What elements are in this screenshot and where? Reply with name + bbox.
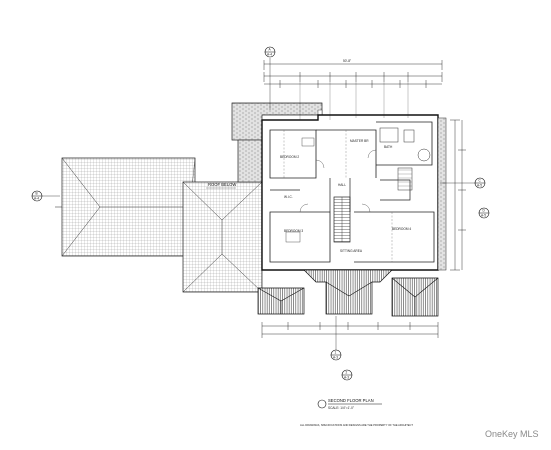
svg-text:A-3: A-3	[333, 356, 338, 360]
room-label-wic: W.I.C.	[284, 195, 293, 199]
marker-bottom-1: 1 A-3	[330, 316, 342, 361]
svg-text:D: D	[483, 209, 486, 213]
front-porch-roof	[257, 269, 439, 317]
svg-text:C: C	[479, 179, 482, 183]
room-label-bath: BATH	[384, 145, 393, 149]
overall-dimension: 50'-8"	[343, 59, 351, 63]
marker-right-upper: C A-5	[440, 177, 486, 189]
roof-below-note: ROOF BELOW	[208, 182, 236, 187]
drawing-title: SECOND FLOOR PLAN SCALE: 1/4"=1'-0"	[317, 398, 382, 410]
room-label-sitting: SITTING AREA	[340, 249, 363, 253]
room-labels: BEDROOM 2 MASTER BR BEDROOM 3 BEDROOM 4 …	[280, 139, 411, 253]
left-wing-roof	[55, 157, 196, 257]
marker-left: B A-4	[31, 190, 60, 202]
brick-chimney-mass	[231, 102, 323, 183]
watermark-text: OneKey MLS	[485, 429, 539, 439]
fine-print: ALL DRAWINGS, SPECIFICATIONS AND DESIGNS…	[300, 423, 413, 427]
dimension-lines	[261, 60, 466, 338]
room-label-bedroom-3: BEDROOM 3	[284, 229, 303, 233]
svg-text:B: B	[36, 192, 38, 196]
room-label-bedroom-2: BEDROOM 2	[280, 155, 299, 159]
room-label-master: MASTER BR	[350, 139, 369, 143]
svg-text:A-3: A-3	[344, 376, 349, 380]
marker-right-lower: D A-5	[478, 207, 490, 219]
svg-text:A-4: A-4	[267, 53, 272, 57]
svg-text:A: A	[269, 48, 272, 52]
room-label-bedroom-4: BEDROOM 4	[392, 227, 411, 231]
watermark: OneKey MLS	[485, 426, 545, 444]
svg-text:1: 1	[335, 351, 337, 355]
second-floor-outline	[261, 114, 447, 271]
title-text: SECOND FLOOR PLAN	[328, 398, 374, 403]
marker-bottom-2: 2 A-3	[341, 369, 353, 381]
svg-text:A-5: A-5	[481, 214, 486, 218]
marker-top: A A-4	[264, 46, 276, 110]
svg-text:2: 2	[346, 371, 348, 375]
center-roof: ROOF BELOW	[182, 181, 263, 293]
room-label-hall: HALL	[338, 183, 346, 187]
svg-text:A-4: A-4	[34, 197, 39, 201]
svg-text:A-5: A-5	[477, 184, 482, 188]
scale-text: SCALE: 1/4"=1'-0"	[328, 406, 354, 410]
